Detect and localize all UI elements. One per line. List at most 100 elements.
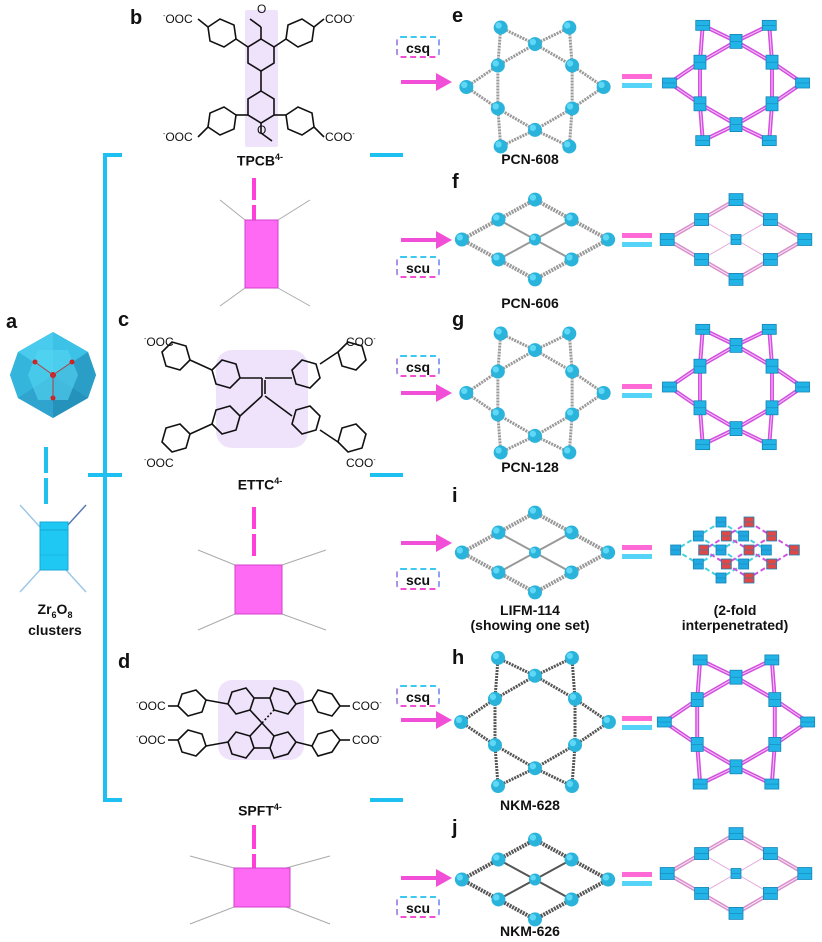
panel-label-h: h [452, 647, 465, 669]
cluster-highlight [492, 103, 499, 110]
tpcb-ion-bottom-right: COO- [325, 130, 355, 144]
cluster-highlight [493, 894, 500, 901]
cluster-highlight [602, 547, 610, 554]
caption-zr: Zr [37, 601, 52, 617]
cluster-highlight [529, 587, 537, 594]
equals-sign-e [622, 74, 652, 88]
ettc-ion-top-left: -OOC [144, 335, 174, 349]
equals-sign-vertical-cyan [44, 447, 54, 509]
equals-sign-vertical-magenta-b [252, 178, 262, 232]
cluster-highlight [493, 567, 500, 574]
cluster-highlight [602, 874, 610, 881]
linker-strut [497, 107, 536, 132]
equals-sign-h [622, 716, 652, 730]
equals-sign-i [622, 545, 652, 559]
cluster-highlight [492, 780, 500, 788]
cluster-highlight [529, 38, 537, 46]
linker-strut [497, 348, 536, 373]
cluster-highlight [564, 328, 571, 335]
linker-strut [497, 413, 536, 438]
pcn-608-name: PCN-608 [501, 151, 559, 167]
cluster-highlight [530, 875, 536, 881]
cluster-highlight [530, 548, 536, 554]
pcn-606-name: PCN-606 [501, 295, 559, 311]
tpcb-ion-bottom-left: -OOC [163, 130, 193, 144]
linker-strut [497, 42, 536, 67]
ettc-ion-bottom-right: COO- [346, 456, 376, 470]
ettc-ion-bottom-left: -OOC [144, 456, 174, 470]
lifm-114-interpenetrated-net [670, 516, 800, 584]
panel-label-d: d [118, 651, 131, 673]
panel-label-j: j [452, 817, 458, 839]
pcn-128-topology-net [662, 323, 810, 451]
linker-strut [534, 107, 573, 132]
panel-label-f: f [452, 171, 459, 193]
cluster-highlight [598, 81, 605, 89]
cluster-highlight [456, 874, 463, 881]
zr6o8-caption: Zr6O8 clusters [20, 602, 90, 638]
tpcb-ion-top-right: COO- [325, 12, 355, 26]
topology-badge-csq-h: csq [396, 685, 440, 707]
nkm-626-name: NKM-626 [500, 923, 560, 939]
cluster-highlight [529, 194, 537, 201]
cluster-highlight [495, 22, 502, 29]
cluster-highlight [564, 141, 571, 148]
cluster-highlight [495, 141, 502, 148]
cluster-highlight [529, 124, 537, 131]
cluster-highlight [529, 670, 537, 677]
tpcb-methoxy-top: O [257, 2, 267, 16]
cluster-highlight [529, 344, 537, 352]
pcn-606-crystal-structure [454, 192, 616, 287]
linker-strut [534, 413, 573, 438]
cluster-highlight [493, 214, 500, 221]
cluster-highlight [603, 716, 610, 724]
cluster-highlight [569, 739, 577, 747]
panel-label-a: a [6, 311, 18, 333]
spft-ion-top-right: COO- [352, 699, 382, 713]
linker-b-topology-connector [370, 73, 452, 249]
cluster-highlight [566, 780, 574, 788]
cluster-highlight [566, 60, 574, 67]
equals-sign-f [622, 233, 652, 247]
tpcb-name: TPCB4- [236, 152, 284, 169]
main-bracket-line [103, 153, 122, 802]
caption-sub-8: 8 [67, 609, 73, 620]
linker-strut [494, 674, 536, 701]
linker-strut [534, 674, 576, 701]
zr6o8-polyhedron-icon [10, 332, 96, 418]
panel-label-g: g [452, 309, 465, 331]
linker-strut [696, 743, 737, 768]
topology-badge-scu-i: scu [396, 568, 440, 590]
cluster-highlight [598, 387, 605, 395]
cluster-highlight [566, 527, 573, 534]
cluster-highlight [492, 409, 499, 416]
linker-strut [735, 743, 776, 768]
spft-ion-bottom-right: COO- [352, 733, 382, 747]
cluster-highlight [492, 366, 499, 373]
panel-label-b: b [130, 7, 143, 29]
cluster-highlight [566, 254, 573, 261]
cluster-highlight [529, 762, 537, 770]
linker-strut [534, 348, 573, 373]
cluster-highlight [456, 547, 463, 554]
cluster-highlight [461, 387, 468, 395]
equals-sign-g [622, 384, 652, 398]
ettc-ion-top-right: COO- [346, 335, 376, 349]
cluster-highlight [493, 854, 500, 861]
linker-strut [534, 42, 573, 67]
nkm-628-crystal-structure [454, 650, 616, 794]
caption-o: O [56, 601, 68, 617]
linker-strut [534, 743, 576, 770]
ettc-linker-square-icon [197, 549, 327, 631]
cluster-highlight [492, 652, 500, 660]
pcn-128-crystal-structure [459, 326, 611, 460]
zr6o8-node-cube-icon [19, 504, 87, 593]
cluster-highlight [566, 894, 573, 901]
pcn-128-name: PCN-128 [501, 459, 559, 475]
cluster-highlight [529, 507, 537, 514]
caption-clusters: clusters [28, 621, 82, 638]
cluster-highlight [492, 60, 499, 67]
topology-badge-csq-g: csq [396, 355, 440, 377]
